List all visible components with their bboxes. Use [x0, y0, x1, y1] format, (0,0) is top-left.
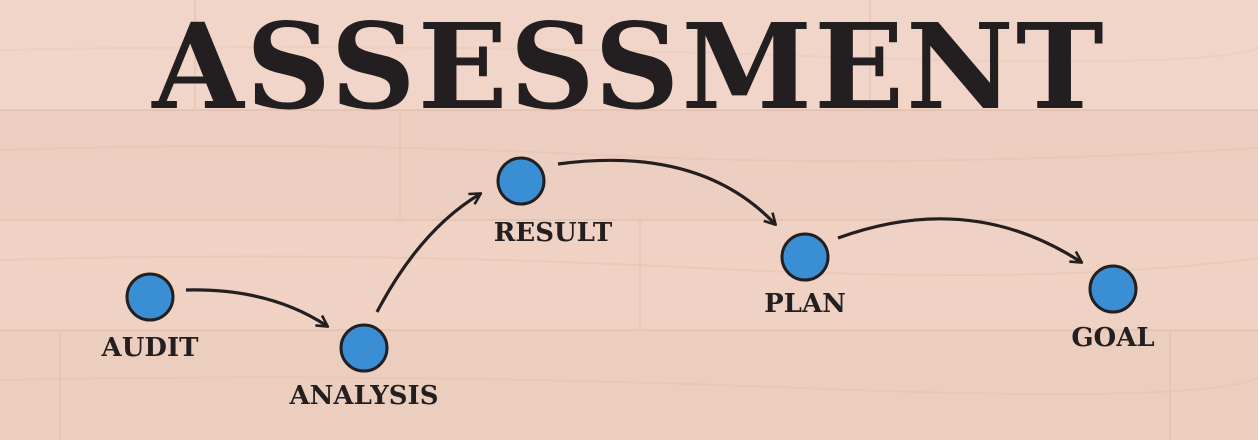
label-audit: AUDIT [101, 333, 199, 363]
arrow-analysis-to-result [375, 194, 480, 313]
node-goal [1088, 264, 1138, 314]
label-result: RESULT [493, 218, 613, 248]
node-plan [780, 232, 830, 282]
label-analysis: ANALYSIS [289, 381, 439, 411]
arrow-audit-to-analysis [185, 288, 327, 326]
diagram-title: ASSESSMENT [152, 0, 1106, 136]
node-audit [125, 272, 175, 322]
label-plan: PLAN [764, 289, 846, 319]
arrow-plan-to-goal [837, 217, 1081, 262]
arrow-result-to-plan [557, 158, 775, 224]
label-goal: GOAL [1071, 323, 1155, 353]
node-analysis [339, 323, 389, 373]
node-result [496, 156, 546, 206]
